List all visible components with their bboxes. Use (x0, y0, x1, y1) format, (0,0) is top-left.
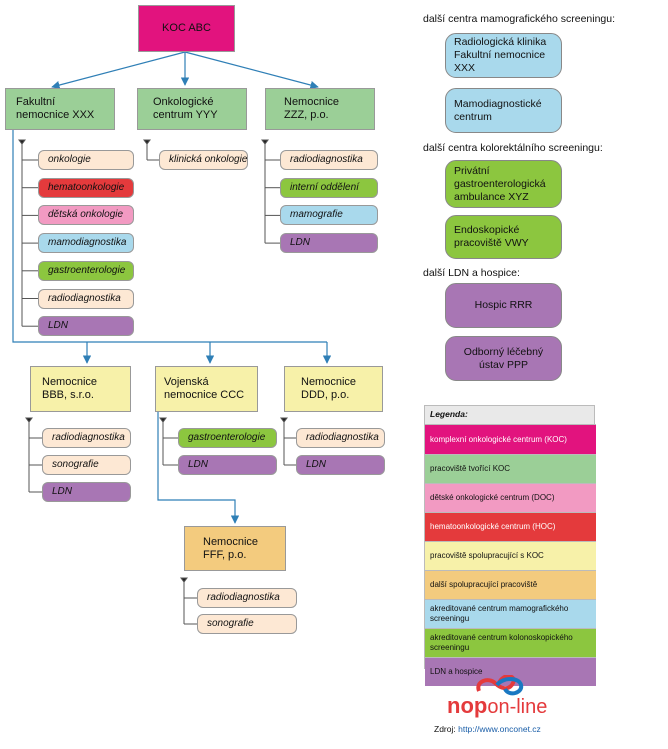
node-label: Nemocnice ZZZ, p.o. (284, 96, 340, 121)
department-pill: hematoonkologie (38, 177, 134, 198)
side-box-label: Privátní gastroenterologická ambulance X… (454, 164, 546, 203)
legend-label: akreditované centrum kolonoskopického sc… (430, 633, 573, 652)
node-label: Fakultní nemocnice XXX (16, 96, 95, 121)
mamo-section-title: další centra mamografického screeningu: (423, 13, 616, 25)
ldn-section-title: další LDN a hospice: (423, 267, 520, 279)
department-pill: mamodiagnostika (38, 233, 134, 254)
tree-tick-icon (18, 139, 26, 145)
legend-row: akreditované centrum mamografického scre… (425, 599, 596, 628)
department-pill: radiodiagnostika (197, 588, 297, 608)
department-pill: interní oddělení (280, 177, 378, 198)
department-pill: dětská onkologie (38, 205, 134, 226)
department-pill: LDN (178, 455, 277, 475)
arrow-root-fn (51, 51, 186, 90)
ldn-box-2: Odborný léčebný ústav PPP (445, 336, 562, 381)
department-pill: LDN (296, 455, 385, 475)
source-link[interactable]: http://www.onconet.cz (458, 724, 541, 734)
node-label: Onkologické centrum YYY (153, 96, 218, 121)
legend-label: dětské onkologické centrum (DOC) (430, 493, 555, 502)
legend-row: pracoviště tvořící KOC (425, 454, 596, 483)
legend: Legenda: komplexní onkologické centrum (… (424, 405, 596, 686)
logo-mark: nop (447, 693, 488, 718)
department-pill: LDN (42, 482, 131, 502)
source-prefix: Zdroj: (434, 724, 456, 734)
mamo-box-1: Radiologická klinika Fakultní nemocnice … (445, 33, 562, 78)
department-pill: radiodiagnostika (42, 428, 131, 448)
department-pill: sonografie (197, 614, 297, 634)
arrow-fff (157, 410, 240, 524)
node-nemocnice-fff: Nemocnice FFF, p.o. (184, 526, 286, 571)
legend-label: hematoonkologické centrum (HOC) (430, 522, 556, 531)
kolo-box-1: Privátní gastroenterologická ambulance X… (445, 160, 562, 208)
nop-online-logo: nopon-line (443, 675, 593, 720)
department-pill: gastroenterologie (178, 428, 277, 448)
legend-label: komplexní onkologické centrum (KOC) (430, 434, 567, 444)
node-vojenska-nemocnice: Vojenská nemocnice CCC (155, 366, 258, 412)
department-pill: mamografie (280, 205, 378, 226)
legend-label: akreditované centrum mamografického scre… (430, 604, 569, 623)
tree-tick-icon (143, 139, 151, 145)
logo-text: on-line (487, 696, 548, 718)
line-fn-level2 (12, 130, 327, 343)
department-pill: LDN (38, 316, 134, 337)
mamo-box-2: Mamodiagnostické centrum (445, 88, 562, 133)
node-nemocnice-ddd: Nemocnice DDD, p.o. (284, 366, 383, 412)
node-nemocnice-zzz: Nemocnice ZZZ, p.o. (265, 88, 375, 130)
node-label: Nemocnice DDD, p.o. (301, 376, 357, 401)
legend-row: komplexní onkologické centrum (KOC) (425, 424, 596, 454)
root-label: KOC ABC (162, 22, 211, 34)
kolo-box-2: Endoskopické pracoviště VWY (445, 215, 562, 259)
side-box-label: Hospic RRR (474, 299, 533, 311)
department-pill: radiodiagnostika (296, 428, 385, 448)
node-nemocnice-bbb: Nemocnice BBB, s.r.o. (30, 366, 131, 412)
node-label: Nemocnice BBB, s.r.o. (42, 376, 98, 401)
logo-swirl-icon (476, 675, 524, 696)
arrow-root-zzz (184, 51, 319, 90)
kolo-section-title: další centra kolorektálního screeningu: (423, 142, 603, 154)
source-line: Zdroj: http://www.onconet.cz (434, 724, 541, 734)
node-label: Vojenská nemocnice CCC (164, 376, 245, 401)
node-fakultni-nemocnice: Fakultní nemocnice XXX (5, 88, 115, 130)
department-pill: LDN (280, 233, 378, 254)
legend-row: pracoviště spolupracující s KOC (425, 541, 596, 570)
legend-row: akreditované centrum kolonoskopického sc… (425, 628, 596, 657)
side-box-label: Odborný léčebný ústav PPP (463, 345, 544, 371)
department-pill: klinická onkologie (159, 150, 248, 170)
department-pill: gastroenterologie (38, 260, 134, 281)
legend-row: hematoonkologické centrum (HOC) (425, 512, 596, 541)
legend-label: další spolupracující pracoviště (430, 580, 538, 589)
tree-tick-icon (25, 417, 33, 423)
department-pill: sonografie (42, 455, 131, 475)
node-label: Nemocnice FFF, p.o. (203, 535, 259, 561)
tree-tick-icon (180, 577, 188, 583)
side-box-label: Radiologická klinika Fakultní nemocnice … (454, 36, 547, 74)
node-onkologicke-centrum: Onkologické centrum YYY (137, 88, 247, 130)
legend-title: Legenda: (430, 409, 468, 419)
tree-tick-icon (159, 417, 167, 423)
side-box-label: Mamodiagnostické centrum (454, 97, 542, 123)
legend-row: LDN a hospice (425, 657, 596, 686)
legend-label: pracoviště tvořící KOC (430, 464, 511, 473)
ldn-box-1: Hospic RRR (445, 283, 562, 328)
root-node: KOC ABC (138, 5, 235, 52)
legend-label: LDN a hospice (430, 667, 483, 676)
department-pill: onkologie (38, 150, 134, 170)
department-pill: radiodiagnostika (38, 288, 134, 309)
legend-row: dětské onkologické centrum (DOC) (425, 483, 596, 512)
legend-row: další spolupracující pracoviště (425, 570, 596, 599)
department-pill: radiodiagnostika (280, 150, 378, 170)
legend-label: pracoviště spolupracující s KOC (430, 551, 544, 560)
side-box-label: Endoskopické pracoviště VWY (454, 224, 529, 249)
tree-tick-icon (261, 139, 269, 145)
tree-tick-icon (280, 417, 288, 423)
